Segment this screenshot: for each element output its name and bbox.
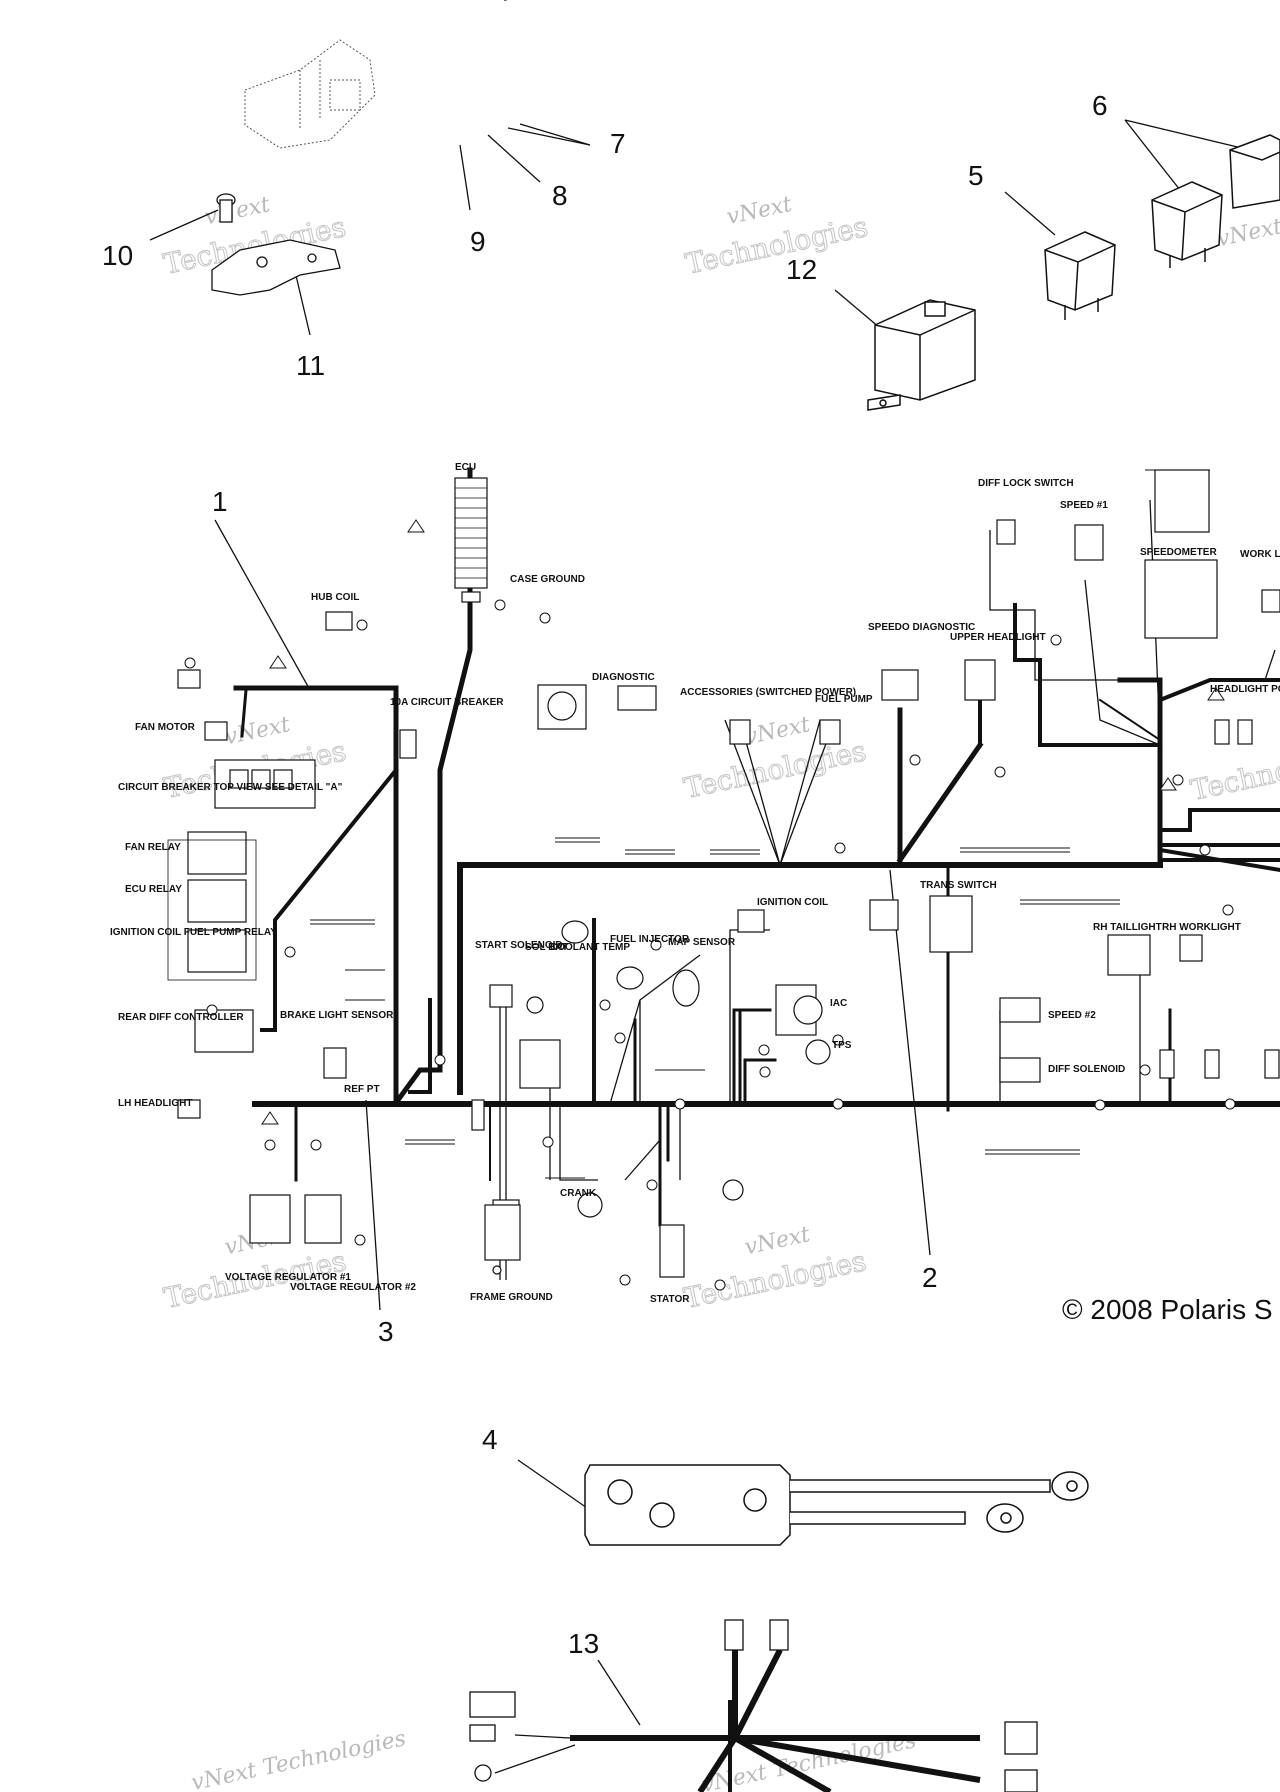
watermark-text: Technologies <box>681 1244 869 1315</box>
callout-2: 2 <box>922 1262 938 1293</box>
brake-light-sensor-label: BRAKE LIGHT SENSOR <box>280 1010 394 1021</box>
relay-boxes-left <box>167 611 417 1119</box>
diff-solenoid-label: DIFF SOLENOID <box>1048 1064 1125 1075</box>
callout-11: 11 <box>296 350 326 381</box>
iac-label: IAC <box>830 998 847 1009</box>
sub-harness-13-part <box>469 1619 1038 1792</box>
watermark-text: Technologies <box>1188 736 1280 807</box>
component-labels: ECU HUB COIL CASE GROUND 10A CIRCUIT BRE… <box>110 462 1280 1305</box>
speed2-label: SPEED #2 <box>1048 1010 1096 1021</box>
frame-ground <box>484 1204 521 1275</box>
copyright-notice: © 2008 Polaris S <box>1062 1294 1273 1325</box>
callout-12: 12 <box>786 254 818 285</box>
rh-taillight-label: RH TAILLIGHT <box>1093 922 1162 933</box>
diff-lock-switch-label: DIFF LOCK SWITCH <box>978 478 1074 489</box>
watermark-text: vNext Technologies <box>189 1726 408 1792</box>
rear-diff-controller-label: REAR DIFF CONTROLLER <box>118 1012 244 1023</box>
diagnostic-label: DIAGNOSTIC <box>592 672 655 683</box>
accessories-label: ACCESSORIES (SWITCHED POWER) <box>680 687 856 698</box>
ecu-connector <box>454 477 488 603</box>
ecu-relay-label: ECU RELAY <box>125 884 182 895</box>
trans-switch-label: TRANS SWITCH <box>920 880 997 891</box>
ground-strap-part <box>584 1464 1089 1546</box>
watermarks: vNext Technologies vNext Technologies vN… <box>160 182 1280 1792</box>
callout-10: 10 <box>102 240 134 271</box>
hub-coil-label: HUB COIL <box>311 592 359 603</box>
ground-symbols <box>261 519 1225 1125</box>
relay-5-part <box>1044 231 1116 320</box>
callout-1: 1 <box>212 486 228 517</box>
callout-5: 5 <box>968 160 984 191</box>
ref-pt-label: REF PT <box>344 1084 380 1095</box>
ecu-label: ECU <box>455 462 476 473</box>
callout-3: 3 <box>378 1316 394 1347</box>
fuel-pump-label: FUEL PUMP <box>815 694 873 705</box>
rh-worklight-label: RH WORKLIGHT <box>1162 922 1241 933</box>
work-light-switch-label: WORK LI SWITC <box>1240 549 1280 560</box>
speedometer-label: SPEEDOMETER <box>1140 547 1217 558</box>
fuse-block-part <box>244 39 376 149</box>
callout-9: 9 <box>470 226 486 257</box>
headlight-pod-label: HEADLIGHT POD ACC <box>1210 684 1280 695</box>
relay-12-part <box>867 299 976 411</box>
fuel-pump-relay-label: IGNITION COIL FUEL PUMP RELAY <box>110 927 277 938</box>
callout-7: 7 <box>610 128 626 159</box>
main-harness-wires <box>233 467 1280 1227</box>
diagnostic-connectors <box>537 469 1280 745</box>
start-solenoid-label: START SOLENOID <box>475 940 563 951</box>
fan-relay-label: FAN RELAY <box>125 842 181 853</box>
callout-leaders <box>149 119 1251 1726</box>
tps-label: TPS <box>832 1040 852 1051</box>
engine-sensors <box>249 895 1280 1278</box>
fuel-injector-label: FUEL INJECTOR <box>610 934 690 945</box>
regulator2-label: VOLTAGE REGULATOR #2 <box>290 1282 416 1293</box>
callout-4: 4 <box>482 1424 498 1455</box>
bracket-part <box>211 193 341 296</box>
watermark-text: vNext <box>223 712 293 750</box>
crank-label: CRANK <box>560 1188 597 1199</box>
harness-reference-circles <box>184 599 1236 1291</box>
regulator1-label: VOLTAGE REGULATOR #1 <box>225 1272 351 1283</box>
thin-wires <box>499 499 1276 1280</box>
callout-6: 6 <box>1092 90 1108 121</box>
watermark-text: vNext <box>743 712 813 750</box>
stator-label: STATOR <box>650 1294 690 1305</box>
watermark-text: Technologies <box>683 210 871 281</box>
watermark-text: vNext <box>203 192 273 230</box>
upper-headlight-label: UPPER HEADLIGHT <box>950 632 1046 643</box>
watermark-text: Technologies <box>681 734 869 805</box>
ignition-coil-label: IGNITION COIL <box>757 897 828 908</box>
coolant-temp-label: COOLANT TEMP <box>550 942 630 953</box>
lh-headlight-label: LH HEADLIGHT <box>118 1098 192 1109</box>
wire-code-marks <box>310 469 1210 1179</box>
relay-6-part <box>1151 134 1280 268</box>
sol-bat-label: SOL BAT <box>525 942 568 953</box>
circuit-breaker-label: 10A CIRCUIT BREAKER <box>390 697 504 708</box>
speed1-label: SPEED #1 <box>1060 500 1108 511</box>
circuit-breaker-detail-label: CIRCUIT BREAKER TOP VIEW SEE DETAIL "A" <box>118 782 343 793</box>
callout-13: 13 <box>568 1628 600 1659</box>
watermark-text: vNext <box>743 1222 813 1260</box>
frame-ground-label: FRAME GROUND <box>470 1292 553 1303</box>
speedo-diagnostic-label: SPEEDO DIAGNOSTIC <box>868 622 975 633</box>
map-sensor-label: MAP SENSOR <box>668 937 736 948</box>
callout-8: 8 <box>552 180 568 211</box>
case-ground-label: CASE GROUND <box>510 574 585 585</box>
fan-motor-label: FAN MOTOR <box>135 722 196 733</box>
watermark-text: vNext <box>725 192 795 230</box>
